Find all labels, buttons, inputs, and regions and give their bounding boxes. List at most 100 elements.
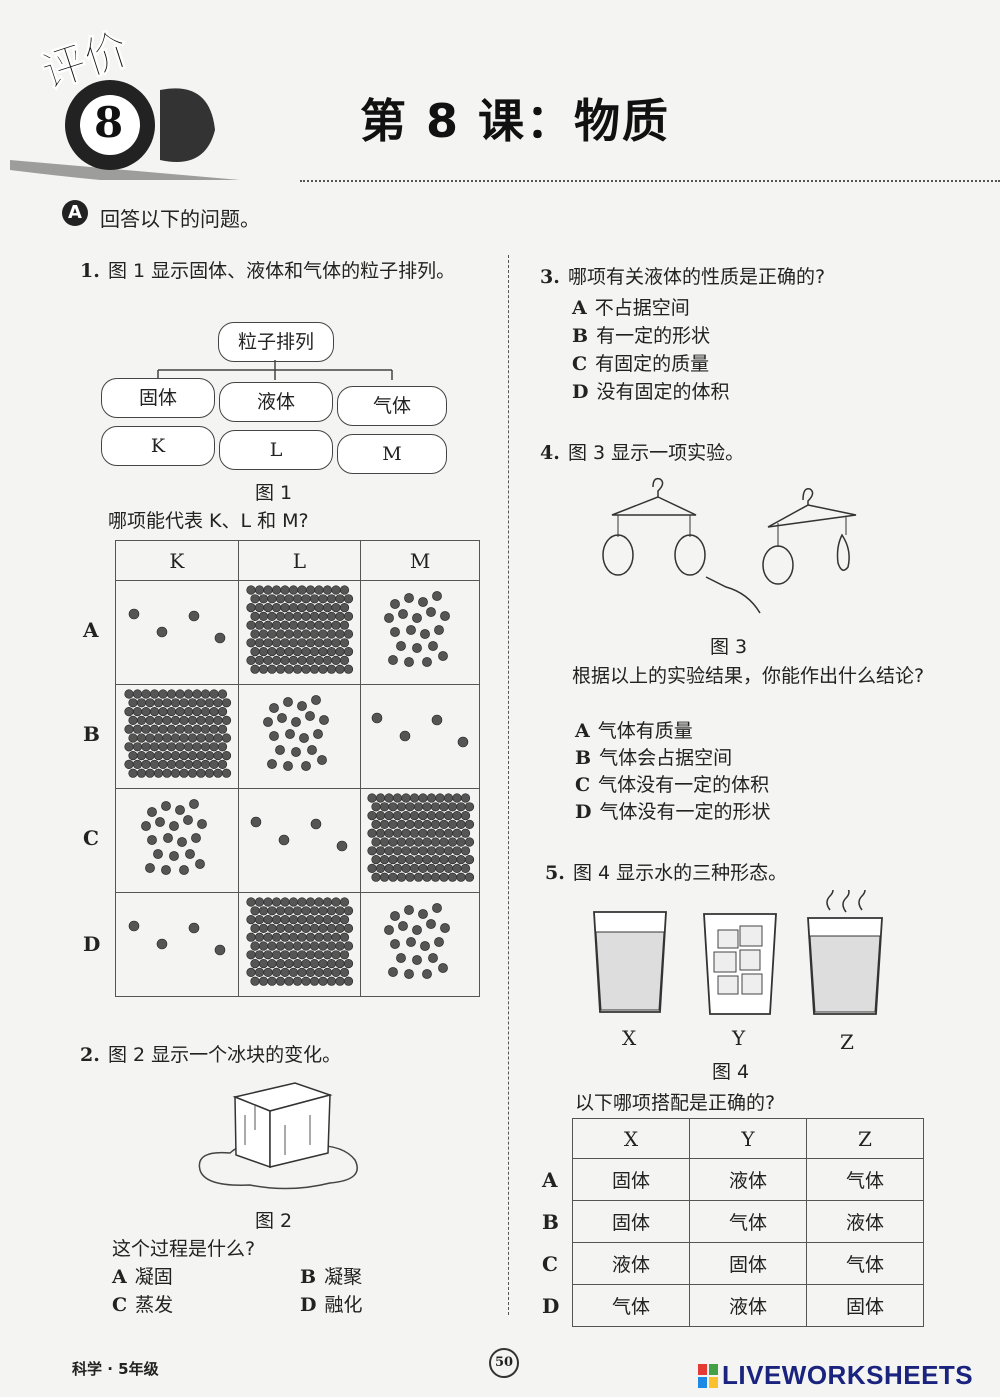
particle: [158, 706, 168, 716]
particle: [311, 818, 322, 829]
q4-number: 4.: [540, 442, 560, 464]
q5-row-label-c[interactable]: C: [542, 1252, 558, 1276]
watermark-text[interactable]: LIVEWORKSHEETS: [722, 1360, 974, 1390]
particle: [384, 810, 394, 820]
q1-row-label-c[interactable]: C: [83, 826, 99, 850]
q1-row-label-a[interactable]: A: [83, 618, 99, 642]
particle: [398, 608, 409, 619]
particle: [276, 628, 286, 639]
particle: [422, 656, 433, 667]
particle: [284, 664, 295, 674]
particle: [335, 923, 346, 933]
particle: [250, 646, 261, 656]
q1-row-label-d[interactable]: D: [83, 932, 101, 956]
q2-number: 2.: [80, 1044, 100, 1066]
particle: [213, 732, 223, 743]
particle: [221, 750, 231, 760]
q5-row-label-d[interactable]: D: [542, 1294, 560, 1318]
q1-row-label-b[interactable]: B: [83, 722, 100, 746]
particle: [435, 845, 445, 855]
particle: [390, 626, 401, 637]
particle: [263, 914, 274, 924]
particle: [344, 958, 354, 968]
q5-cell-b-x: 固体: [572, 1200, 690, 1243]
particle: [132, 688, 142, 699]
particle: [267, 758, 278, 769]
particle: [335, 976, 346, 986]
gas-particles-icon: [371, 712, 469, 747]
particle: [310, 923, 320, 933]
particle: [397, 872, 407, 882]
particle: [427, 810, 437, 820]
particle: [162, 697, 172, 707]
page-number: 50: [489, 1348, 519, 1378]
particle: [217, 759, 227, 769]
particle: [269, 730, 280, 741]
particle: [153, 750, 163, 760]
particle: [246, 584, 257, 595]
particle: [293, 611, 303, 621]
particle: [452, 792, 462, 803]
q5-cell-d-x: 气体: [572, 1284, 690, 1327]
particle: [132, 706, 142, 716]
particle: [432, 902, 443, 913]
particle: [176, 836, 187, 847]
particle: [435, 863, 445, 873]
q1-prompt: 哪项能代表 K、L 和 M?: [108, 510, 309, 532]
particle: [401, 792, 411, 803]
particle: [289, 896, 299, 907]
particle: [272, 914, 282, 924]
particle: [323, 602, 333, 612]
particle: [301, 976, 312, 986]
particle: [396, 952, 407, 963]
particle: [213, 768, 223, 778]
particle: [299, 732, 310, 743]
particle: [405, 819, 415, 829]
particle: [246, 655, 257, 665]
particle: [426, 918, 437, 929]
diagram-letter-l: L: [219, 430, 333, 470]
particle: [136, 697, 146, 707]
particle: [301, 611, 312, 621]
particle: [444, 810, 454, 820]
particle: [448, 854, 458, 864]
particle: [293, 905, 303, 915]
particle: [280, 949, 291, 959]
particle: [170, 768, 180, 778]
q5-row-label-b[interactable]: B: [542, 1210, 559, 1234]
particle: [314, 932, 325, 942]
particle: [439, 872, 449, 882]
particle: [153, 732, 163, 743]
particle: [323, 637, 333, 647]
particle: [306, 932, 316, 942]
particle: [434, 624, 445, 635]
particle: [194, 858, 205, 869]
q5-row-label-a[interactable]: A: [542, 1168, 558, 1192]
particle: [380, 819, 390, 829]
particle: [128, 697, 138, 707]
particle: [217, 688, 227, 699]
particle: [263, 716, 274, 727]
particle: [367, 792, 377, 803]
particle: [380, 854, 390, 864]
particle: [367, 828, 377, 838]
particle: [124, 724, 134, 734]
particle: [465, 854, 475, 864]
particle: [272, 932, 282, 942]
particle: [158, 724, 168, 734]
particle: [297, 584, 308, 595]
particle: [404, 968, 415, 979]
particle: [344, 593, 354, 603]
